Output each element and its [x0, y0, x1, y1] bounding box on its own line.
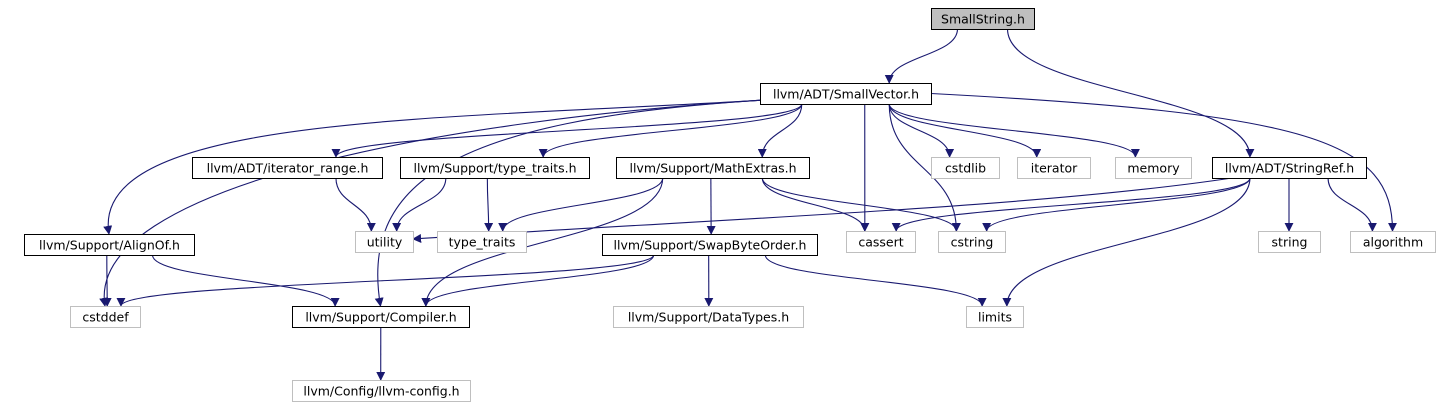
node-compiler[interactable]: llvm/Support/Compiler.h — [292, 306, 470, 328]
node-box-algorithm — [1350, 231, 1436, 253]
node-label-iterator: iterator — [1031, 161, 1078, 176]
node-label-type_traits: type_traits — [449, 235, 516, 250]
edge-stringref-to-utility — [412, 177, 1233, 243]
edge-stringref-to-algorithm — [1327, 177, 1377, 232]
edge-smallstring-to-smallvector — [884, 28, 959, 84]
edge-smallvector-to-memory — [888, 103, 1140, 158]
node-algorithm: algorithm — [1350, 231, 1436, 253]
edge-type_traits_h-to-utility — [392, 177, 447, 232]
edge-smallvector-to-cstdlib — [888, 103, 955, 158]
node-stringref[interactable]: llvm/ADT/StringRef.h — [1212, 157, 1367, 179]
node-box-llvmconfig — [292, 380, 471, 402]
edge-smallvector-to-iterator_range — [331, 103, 803, 158]
node-box-cassert — [846, 231, 916, 253]
edge-mathextras-to-compiler — [421, 177, 664, 307]
node-box-iterator — [1017, 157, 1091, 179]
node-datatypes: llvm/Support/DataTypes.h — [613, 306, 804, 328]
edge-type_traits_h-to-type_traits — [484, 177, 494, 232]
node-box-string — [1258, 231, 1321, 253]
node-box-cstring — [938, 231, 1006, 253]
node-box-mathextras — [616, 157, 810, 179]
node-box-smallvector — [760, 83, 932, 105]
node-cstring: cstring — [938, 231, 1006, 253]
node-label-algorithm: algorithm — [1363, 235, 1423, 250]
edge-smallvector-to-algorithm — [930, 92, 1397, 232]
edge-swapbyteorder-to-compiler — [421, 254, 655, 307]
node-box-datatypes — [613, 306, 804, 328]
node-box-cstddef — [70, 306, 141, 328]
node-label-cassert: cassert — [858, 235, 903, 250]
edge-smallvector-to-cstring — [888, 103, 961, 232]
node-box-limits — [966, 306, 1024, 328]
edge-mathextras-to-type_traits — [498, 177, 664, 232]
node-label-datatypes: llvm/Support/DataTypes.h — [628, 310, 789, 325]
node-label-smallvector: llvm/ADT/SmallVector.h — [773, 87, 919, 102]
node-label-compiler: llvm/Support/Compiler.h — [305, 310, 456, 325]
node-label-cstddef: cstddef — [82, 310, 129, 325]
edge-smallvector-to-iterator — [888, 103, 1042, 158]
node-box-compiler — [292, 306, 470, 328]
node-label-mathextras: llvm/Support/MathExtras.h — [629, 161, 796, 176]
node-label-llvmconfig: llvm/Config/llvm-config.h — [303, 384, 459, 399]
edge-swapbyteorder-to-limits — [764, 254, 987, 307]
edge-stringref-to-cstring — [982, 177, 1251, 232]
node-smallstring[interactable]: SmallString.h — [931, 8, 1035, 30]
edge-mathextras-to-cstring — [761, 177, 961, 232]
node-cassert: cassert — [846, 231, 916, 253]
edge-smallvector-to-type_traits_h — [538, 103, 803, 158]
node-label-stringref: llvm/ADT/StringRef.h — [1225, 161, 1354, 176]
node-box-stringref — [1212, 157, 1367, 179]
node-label-alignof: llvm/Support/AlignOf.h — [39, 238, 180, 253]
node-type_traits: type_traits — [437, 231, 527, 253]
node-string: string — [1258, 231, 1321, 253]
node-label-limits: limits — [978, 310, 1012, 325]
node-box-alignof — [24, 234, 195, 256]
edge-stringref-to-cassert — [891, 177, 1251, 232]
node-box-memory — [1115, 157, 1192, 179]
node-label-memory: memory — [1127, 161, 1180, 176]
node-box-cstdlib — [931, 157, 1000, 179]
node-label-type_traits_h: llvm/Support/type_traits.h — [413, 161, 576, 176]
edge-smallstring-to-stringref — [1006, 28, 1255, 158]
node-type_traits_h[interactable]: llvm/Support/type_traits.h — [400, 157, 590, 179]
edge-mathextras-to-cassert — [761, 177, 870, 232]
nodes-layer: SmallString.h llvm/ADT/SmallVector.h llvm/… — [24, 8, 1436, 402]
edge-alignof-to-compiler — [151, 254, 340, 307]
node-label-cstdlib: cstdlib — [945, 161, 986, 176]
node-limits: limits — [966, 306, 1024, 328]
edge-stringref-to-limits — [1002, 177, 1251, 307]
node-label-swapbyteorder: llvm/Support/SwapByteOrder.h — [614, 238, 807, 253]
node-memory: memory — [1115, 157, 1192, 179]
node-label-cstring: cstring — [951, 235, 994, 250]
node-iterator: iterator — [1017, 157, 1091, 179]
node-label-smallstring: SmallString.h — [941, 12, 1025, 27]
node-smallvector[interactable]: llvm/ADT/SmallVector.h — [760, 83, 932, 105]
node-alignof[interactable]: llvm/Support/AlignOf.h — [24, 234, 195, 256]
node-iterator_range[interactable]: llvm/ADT/iterator_range.h — [192, 157, 383, 179]
node-utility: utility — [355, 231, 414, 253]
edge-swapbyteorder-to-cstddef — [116, 254, 655, 307]
node-label-utility: utility — [367, 235, 403, 250]
edge-iterator_range-to-utility — [335, 177, 376, 232]
node-box-type_traits_h — [400, 157, 590, 179]
node-label-iterator_range: llvm/ADT/iterator_range.h — [207, 161, 369, 176]
node-box-utility — [355, 231, 414, 253]
node-box-type_traits — [437, 231, 527, 253]
edge-smallvector-to-alignof — [103, 99, 765, 235]
node-mathextras[interactable]: llvm/Support/MathExtras.h — [616, 157, 810, 179]
node-cstddef: cstddef — [70, 306, 141, 328]
node-swapbyteorder[interactable]: llvm/Support/SwapByteOrder.h — [602, 234, 818, 256]
edge-smallvector-to-mathextras — [757, 103, 803, 158]
node-label-string: string — [1272, 235, 1308, 250]
node-cstdlib: cstdlib — [931, 157, 1000, 179]
node-box-swapbyteorder — [602, 234, 818, 256]
node-llvmconfig: llvm/Config/llvm-config.h — [292, 380, 471, 402]
node-box-iterator_range — [192, 157, 383, 179]
node-box-smallstring — [931, 8, 1035, 30]
